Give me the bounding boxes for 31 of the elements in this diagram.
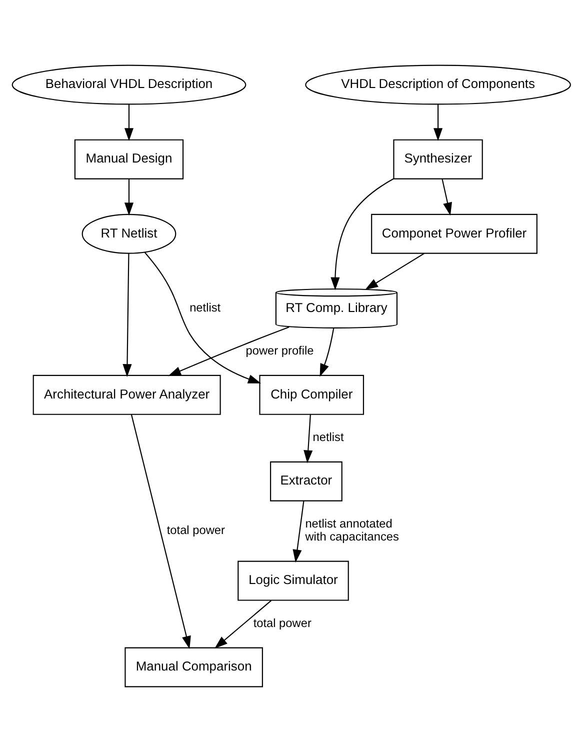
arrow [442, 178, 452, 216]
node-box: Manual Comparison [124, 647, 263, 688]
edge-label: netlist [312, 430, 344, 444]
node-box: Extractor [270, 461, 342, 502]
node-ellipse: RT Netlist [82, 214, 176, 254]
node-box: Chip Compiler [259, 374, 364, 415]
edge-label: netlist annotated with capacitances [305, 516, 399, 544]
arrow [124, 104, 134, 142]
arrow [292, 501, 304, 563]
node-ellipse: Behavioral VHDL Description [12, 64, 246, 105]
arrow [304, 414, 313, 464]
edge-label: power profile [246, 344, 314, 358]
node-box: Componet Power Profiler [371, 214, 538, 254]
arrow [330, 178, 394, 290]
arrow [365, 252, 424, 290]
edge-label: total power [253, 616, 312, 630]
arrow [122, 254, 132, 378]
node-box: Synthesizer [393, 139, 483, 180]
arrow [320, 328, 334, 377]
arrow [144, 252, 262, 384]
edge-label: total power [166, 523, 225, 538]
node-ellipse: VHDL Description of Components [305, 64, 571, 105]
edge-label: netlist [190, 300, 221, 314]
node-box: Logic Simulator [238, 560, 349, 601]
node-box: Manual Design [74, 139, 184, 180]
node-box: Architectural Power Analyzer [32, 374, 221, 415]
arrow [434, 104, 443, 142]
arrow [130, 414, 191, 650]
arrow [168, 326, 290, 376]
arrow [214, 600, 272, 649]
arrow [124, 179, 134, 216]
